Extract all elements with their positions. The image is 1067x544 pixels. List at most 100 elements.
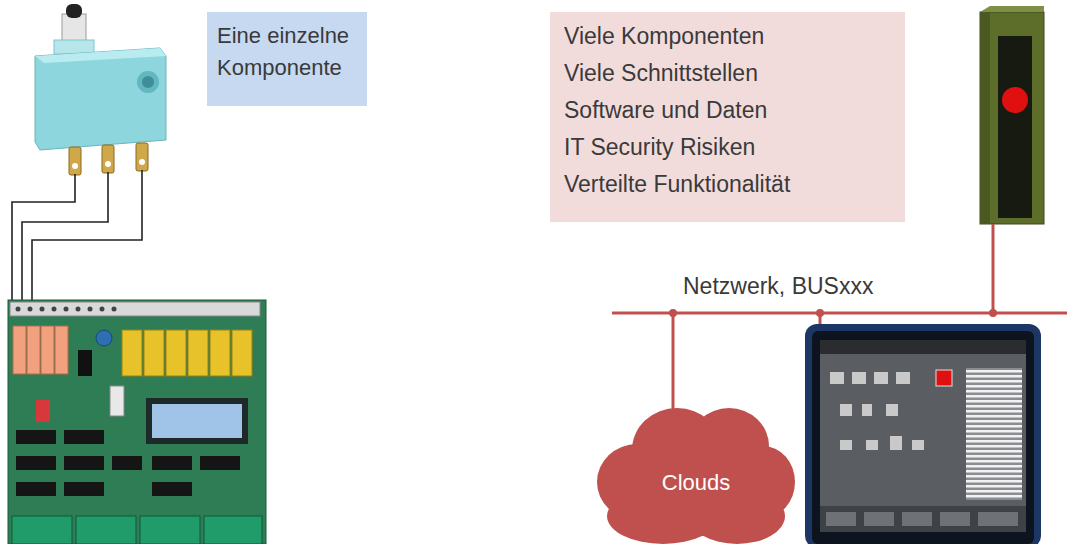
tablet-part — [812, 331, 1034, 544]
wire-part — [32, 170, 142, 306]
light-sensor-part — [980, 12, 990, 224]
circuit-board-part-part — [13, 326, 26, 374]
circuit-board-part-part — [232, 330, 252, 376]
tablet-part — [966, 368, 1022, 500]
circuit-board-part — [10, 302, 260, 316]
tablet-part-part — [866, 440, 878, 450]
microswitch-part-part — [102, 145, 114, 173]
microswitch-part-part — [139, 159, 145, 165]
microswitch-part — [66, 4, 82, 18]
tablet — [805, 324, 1041, 544]
circuit-board-part-part — [28, 307, 33, 312]
network-bus-part — [672, 313, 675, 412]
tablet-part — [820, 340, 1026, 532]
tablet-part-part — [826, 512, 856, 526]
circuit-board-part — [146, 398, 248, 444]
circuit-board-part — [16, 307, 117, 312]
light-sensor-part — [1002, 87, 1028, 113]
circuit-board-part — [78, 350, 92, 376]
microswitch-part — [35, 48, 166, 150]
tablet-part-part — [978, 512, 1018, 526]
circuit-board-part-part — [140, 516, 200, 544]
circuit-board-part-part — [64, 430, 104, 444]
circuit-board-part-part — [188, 330, 208, 376]
node-text: Viele Komponenten — [564, 18, 891, 55]
microswitch-part-part — [69, 147, 81, 175]
circuit-board-part-part — [76, 516, 136, 544]
microswitch-part — [72, 159, 145, 169]
tablet-part-part — [886, 404, 898, 416]
circuit-board-part-part — [152, 456, 192, 470]
tablet-part-part — [852, 372, 866, 384]
tablet-part-part — [840, 404, 852, 416]
circuit-board-part-part — [64, 456, 104, 470]
circuit-board-part — [36, 400, 50, 422]
circuit-board-part — [122, 330, 252, 376]
circuit-board — [8, 300, 266, 544]
circuit-board-part-part — [52, 307, 57, 312]
tablet-part — [826, 512, 1018, 526]
circuit-board-part-part — [16, 482, 56, 496]
microswitch-part-part — [72, 163, 78, 169]
cloud-lobe — [625, 444, 769, 536]
circuit-board-part-part — [16, 456, 56, 470]
light-sensor-part — [998, 36, 1032, 218]
tablet-part — [820, 340, 1026, 354]
tablet-part-part — [890, 436, 902, 450]
node-text: Clouds — [662, 469, 730, 497]
tablet-part-part — [912, 440, 924, 450]
circuit-board-part-part — [210, 330, 230, 376]
circuit-board-part — [96, 330, 112, 346]
node-text: IT Security Risiken — [564, 129, 891, 166]
tablet-part — [936, 370, 952, 386]
circuit-board-part-part — [40, 307, 45, 312]
circuit-board-part-part — [166, 330, 186, 376]
tablet-part-part — [902, 512, 932, 526]
circuit-board-part-part — [16, 307, 21, 312]
tablet-part-part — [940, 512, 970, 526]
cloud-shape: Clouds — [597, 400, 795, 544]
network-bus-part — [612, 312, 1067, 315]
tablet-part — [820, 506, 1026, 532]
node-text: Eine einzelne Komponente — [217, 20, 357, 84]
network-bus-part — [992, 224, 995, 313]
circuit-board-part — [12, 516, 262, 544]
bus-junction — [669, 309, 997, 317]
circuit-board-part-part — [12, 516, 72, 544]
text-box: Viele KomponentenViele SchnittstellenSof… — [550, 12, 905, 222]
bus-label: Netzwerk, BUSxxx — [681, 272, 875, 300]
circuit-board-part-part — [112, 456, 142, 470]
circuit-board-part-part — [144, 330, 164, 376]
tablet-part — [805, 324, 1041, 544]
circuit-board-part — [152, 404, 242, 438]
microswitch-part — [137, 71, 159, 93]
light-sensor — [980, 6, 1044, 224]
light-sensor-part — [980, 12, 1044, 224]
circuit-board-part-part — [27, 326, 40, 374]
node-text: Verteilte Funktionalität — [564, 166, 891, 203]
microswitch-part — [35, 48, 166, 63]
circuit-board-part — [110, 386, 124, 416]
node-text: Software und Daten — [564, 92, 891, 129]
circuit-board-part-part — [64, 307, 69, 312]
text-box: Eine einzelne Komponente — [207, 12, 367, 106]
circuit-board-part-part — [200, 456, 240, 470]
circuit-board-part — [8, 300, 266, 544]
circuit-board-part-part — [16, 430, 56, 444]
circuit-board-part-part — [88, 307, 93, 312]
circuit-board-part-part — [41, 326, 54, 374]
microswitch — [35, 4, 166, 175]
light-sensor-part — [980, 6, 1044, 12]
circuit-board-part-part — [76, 307, 81, 312]
circuit-board-part-part — [100, 307, 105, 312]
circuit-board-part-part — [152, 482, 192, 496]
circuit-board-part — [13, 326, 68, 374]
tablet-part-part — [840, 440, 852, 450]
microswitch-part — [69, 143, 148, 175]
bus-junction-part — [816, 309, 824, 317]
wire — [12, 170, 142, 306]
node-text: Viele Schnittstellen — [564, 55, 891, 92]
tablet-part — [830, 372, 924, 450]
